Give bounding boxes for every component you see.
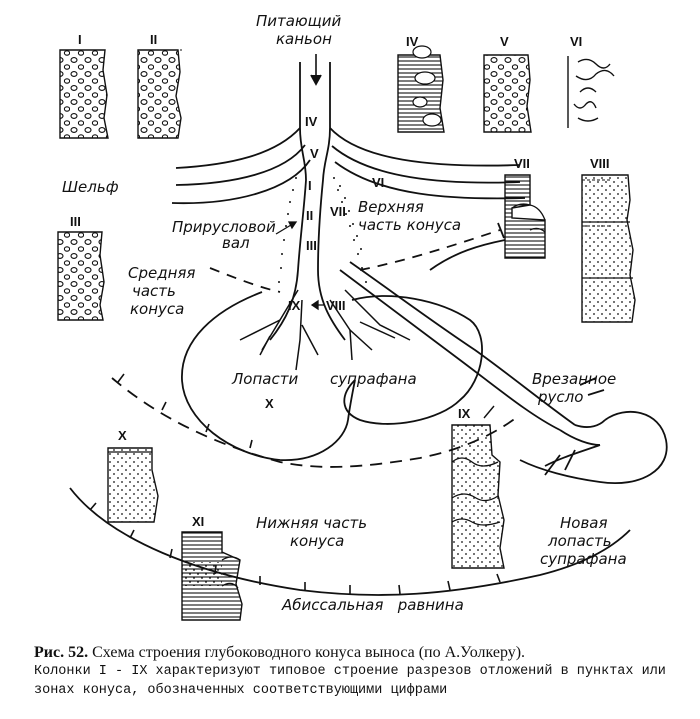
shelf-label: Шельф xyxy=(62,178,119,196)
distributary-channels xyxy=(239,289,411,371)
column-II xyxy=(137,49,182,139)
column-label-X: X xyxy=(118,428,127,443)
column-label-IV: IV xyxy=(406,34,419,49)
upper-middle-boundary xyxy=(209,222,505,293)
caption-figure-number: Рис. 52. xyxy=(34,644,89,661)
incised-channel xyxy=(339,261,606,446)
lobes-label: Лопасти xyxy=(231,370,298,388)
column-label-IX: IX xyxy=(458,406,471,421)
column-label-II: II xyxy=(150,32,157,47)
new-lobe-label-3: супрафана xyxy=(540,550,627,568)
map-label-VIII: VIII xyxy=(326,298,346,313)
column-III xyxy=(57,231,105,321)
middle-fan-label-2: часть xyxy=(132,282,176,300)
incised-channel-label: Врезанное xyxy=(532,370,616,388)
canyon-label-2: каньон xyxy=(276,30,332,48)
map-label-IX: IX xyxy=(288,298,301,313)
fan-margin-lines xyxy=(69,239,631,596)
upper-fan-label: Верхняя xyxy=(358,198,424,216)
ix-arrow xyxy=(483,405,495,419)
map-label-III: III xyxy=(306,238,317,253)
incised-channel-label-2: русло xyxy=(537,388,583,406)
figure-caption: Рис. 52. Схема строения глубоководного к… xyxy=(34,643,694,700)
column-VII xyxy=(504,174,546,259)
map-label-VI: VI xyxy=(372,175,384,190)
column-IX xyxy=(451,424,505,569)
middle-fan-label-3: конуса xyxy=(130,300,184,318)
column-label-III: III xyxy=(70,214,81,229)
new-lobe-label-2: лопасть xyxy=(547,532,612,550)
deep-sea-fan-diagram: I II III IV V VI VII VIII IX X XI IV V V… xyxy=(57,12,668,621)
column-label-VIII: VIII xyxy=(590,156,610,171)
column-IV xyxy=(397,45,445,133)
middle-lower-boundary xyxy=(111,377,521,468)
levee-label-2: вал xyxy=(222,234,250,252)
upper-fan-label-2: часть конуса xyxy=(358,216,461,234)
map-label-X: X xyxy=(265,396,274,411)
caption-title-line: Рис. 52. Схема строения глубоководного к… xyxy=(34,643,694,662)
levee-arrow xyxy=(275,221,298,235)
column-V xyxy=(483,54,532,133)
canyon-label: Питающий xyxy=(256,12,341,30)
column-label-I: I xyxy=(78,32,82,47)
column-VI xyxy=(567,56,615,128)
lower-fan-label: Нижняя часть xyxy=(256,514,367,532)
middle-fan-label: Средняя xyxy=(128,264,195,282)
margin-ticks xyxy=(89,373,501,595)
caption-text: Схема строения глубоководного конуса вын… xyxy=(88,644,526,661)
new-suprafan-lobe xyxy=(519,411,668,484)
map-label-V: V xyxy=(310,146,319,161)
column-I xyxy=(59,49,109,139)
map-label-I: I xyxy=(308,178,312,193)
column-label-V: V xyxy=(500,34,509,49)
viii-arrow xyxy=(310,299,324,311)
shelf-contours xyxy=(171,127,526,205)
suprafan-lobes xyxy=(181,291,483,461)
new-lobe-label: Новая xyxy=(560,514,608,532)
lower-fan-label-2: конуса xyxy=(290,532,344,550)
map-label-II: II xyxy=(306,208,313,223)
map-label-IV: IV xyxy=(305,114,318,129)
levee-label: Прирусловой xyxy=(172,218,276,236)
lobes-label-2: супрафана xyxy=(330,370,417,388)
column-X xyxy=(107,447,159,523)
map-label-VII: VII xyxy=(330,204,346,219)
canyon-channel xyxy=(269,54,346,341)
levee-dots xyxy=(278,177,367,283)
column-label-VII: VII xyxy=(514,156,530,171)
caption-note: Колонки I - IX характеризуют типовое стр… xyxy=(34,664,666,698)
column-label-XI: XI xyxy=(192,514,204,529)
column-VIII xyxy=(581,174,636,323)
abyssal-plain-label: Абиссальная равнина xyxy=(281,596,464,614)
column-label-VI: VI xyxy=(570,34,582,49)
